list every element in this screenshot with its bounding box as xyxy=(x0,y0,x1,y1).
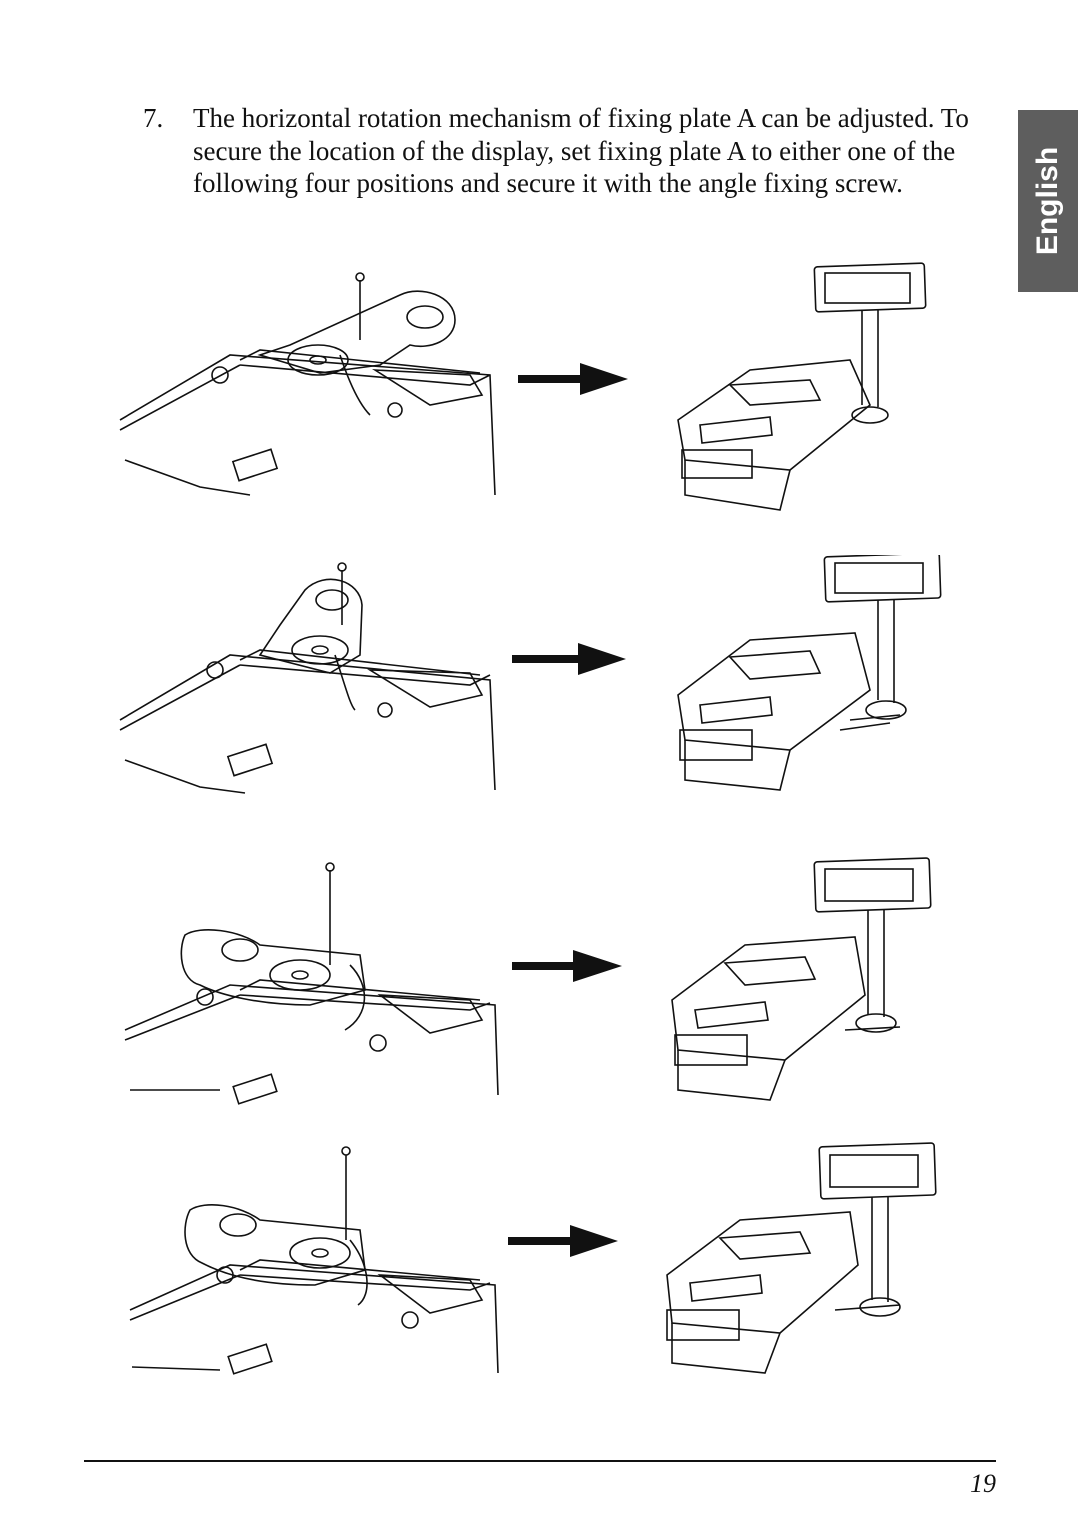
figure-row-2 xyxy=(110,555,960,820)
fixing-plate xyxy=(257,290,456,374)
figure-4-illustration xyxy=(129,1142,937,1375)
figure-3-illustration xyxy=(124,857,932,1105)
figure-2-illustration xyxy=(119,555,942,794)
figure-row-3 xyxy=(110,855,960,1120)
arrow-icon xyxy=(512,950,622,982)
figure-row-1 xyxy=(110,255,960,520)
fixing-plate xyxy=(180,929,366,1006)
arrow-icon xyxy=(512,643,626,675)
figure-row-4 xyxy=(110,1135,960,1400)
language-tab: English xyxy=(1018,110,1078,292)
step-number: 7. xyxy=(143,103,164,133)
printer-bottom-outline xyxy=(119,354,496,496)
printer-with-display xyxy=(677,262,927,511)
language-tab-label: English xyxy=(1031,146,1064,256)
step-text: The horizontal rotation mechanism of fix… xyxy=(193,103,969,198)
fixing-plate xyxy=(184,1204,366,1286)
footer-rule xyxy=(84,1460,996,1462)
figure-1-illustration xyxy=(119,262,927,511)
arrow-icon xyxy=(518,363,628,395)
step-7: 7. The horizontal rotation mechanism of … xyxy=(143,102,1003,200)
arrow-icon xyxy=(508,1225,618,1257)
page-number: 19 xyxy=(970,1469,996,1498)
